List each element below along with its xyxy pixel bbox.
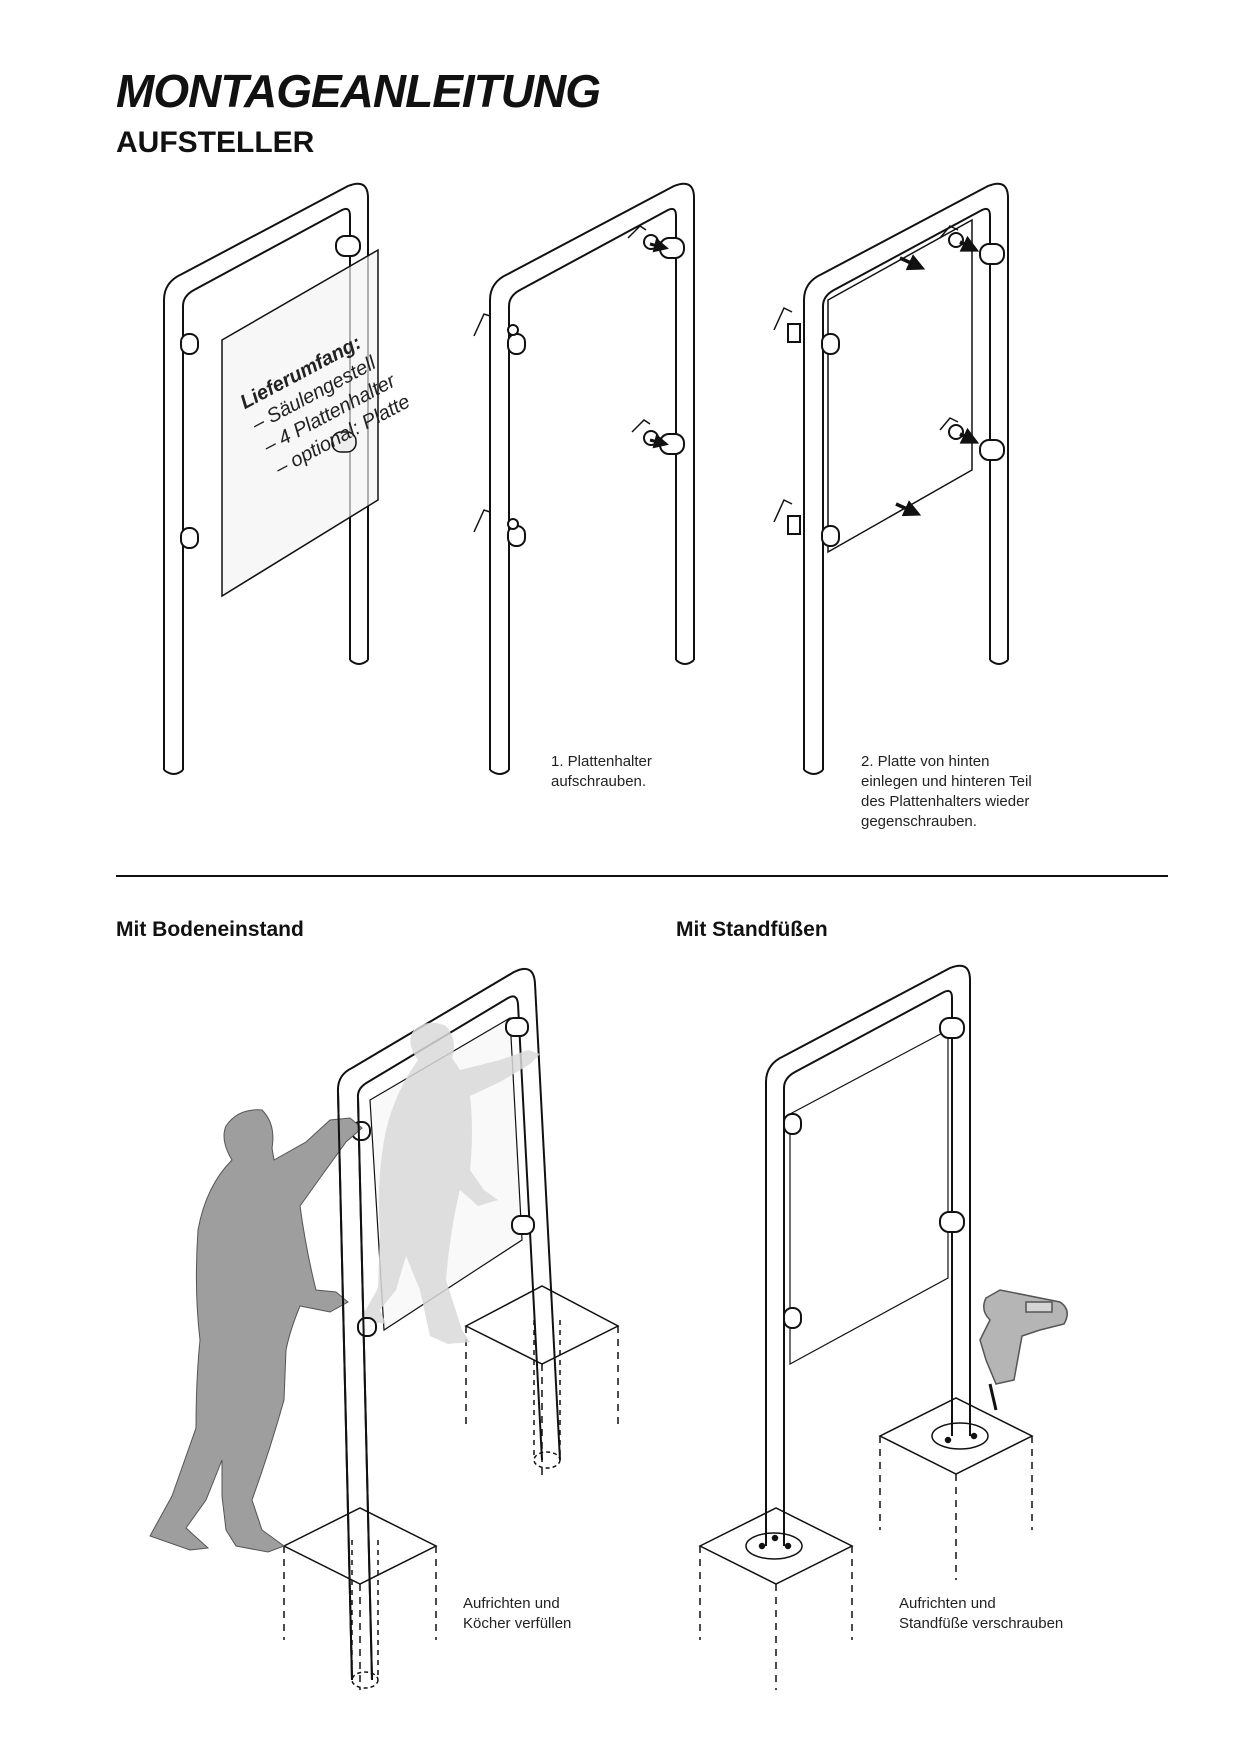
frame-panel-1 <box>163 182 369 775</box>
ground-caption: Aufrichten und Köcher verfüllen <box>463 1594 571 1634</box>
foot-block-front <box>698 1507 854 1690</box>
caption-line: Aufrichten und <box>463 1595 560 1612</box>
ground-block-back <box>464 1285 620 1480</box>
step-1-caption: 1. Plattenhalter aufschrauben. <box>551 752 652 792</box>
caption-line: des Plattenhalters wieder <box>861 793 1030 810</box>
frame-standing <box>765 964 971 1546</box>
caption-line: aufschrauben. <box>551 773 647 790</box>
plate-holders-standing <box>783 1017 965 1329</box>
caption-line: 2. Platte von hinten <box>861 753 990 770</box>
step-2-caption: 2. Platte von hinten einlegen und hinter… <box>861 752 1032 832</box>
caption-line: Standfüße verschrauben <box>899 1615 1064 1632</box>
feet-caption: Aufrichten und Standfüße verschrauben <box>899 1594 1063 1634</box>
caption-line: einlegen und hinteren Teil <box>861 773 1032 790</box>
foot-block-back <box>878 1397 1034 1580</box>
person-dark <box>149 1109 363 1553</box>
frame-front-post-overlay <box>337 1091 373 1681</box>
allen-keys-panel-2 <box>473 225 651 533</box>
person-light <box>360 1022 540 1344</box>
page-subtitle: AUFSTELLER <box>116 126 315 159</box>
caption-line: 1. Plattenhalter <box>551 753 652 770</box>
section-feet-heading: Mit Standfüßen <box>676 918 828 941</box>
section-divider <box>116 875 1168 877</box>
plate-panel-1 <box>221 248 379 598</box>
allen-keys-panel-3 <box>773 225 959 523</box>
frame-panel-3 <box>803 182 1009 775</box>
caption-line: Köcher verfüllen <box>463 1615 572 1632</box>
screw-arrows-panel-2 <box>649 237 669 449</box>
page-title: MONTAGEANLEITUNG <box>116 65 601 117</box>
plate-holder-front <box>331 431 357 453</box>
frame-panel-2 <box>489 182 695 775</box>
arrows-panel-3 <box>895 235 980 517</box>
caption-line: Aufrichten und <box>899 1595 996 1612</box>
plate-holders-panel-1 <box>180 235 361 549</box>
drill-icon <box>979 1289 1068 1411</box>
ground-block-front <box>282 1507 438 1690</box>
plate-panel-3 <box>827 218 973 554</box>
section-ground-heading: Mit Bodeneinstand <box>116 918 304 941</box>
caption-line: gegenschrauben. <box>861 813 977 830</box>
